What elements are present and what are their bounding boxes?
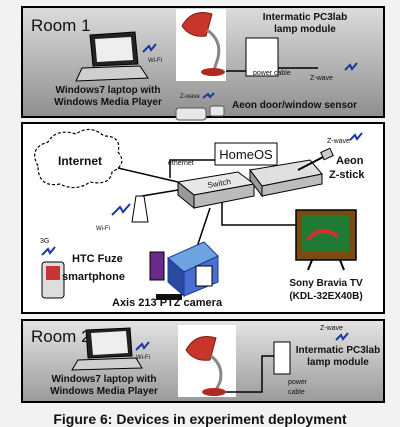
room2-lamp-icon: [185, 336, 226, 396]
zstick-zwave-label: Z-wave: [327, 138, 350, 145]
camera-label: Axis 213 PTZ camera: [112, 297, 223, 309]
room2-power-label-1: power: [288, 379, 308, 386]
zstick-wave-icon: [349, 132, 363, 141]
room2-lamp-backdrop: [178, 325, 236, 397]
smartphone-icon: [41, 261, 65, 299]
tv-label-1: Sony Bravia TV: [289, 278, 363, 289]
camera-icon: [149, 241, 219, 300]
threeg-label: 3G: [40, 238, 49, 245]
switch-icon: [176, 171, 256, 210]
ethernet-label: ethernet: [168, 160, 194, 167]
room2-laptop-label-1: Windows7 laptop with: [52, 374, 157, 385]
core-panel: Internet ethernet Switch HomeOS Z-wave A…: [21, 122, 385, 314]
room2-power-wire: [226, 355, 274, 393]
core-wifi-label: Wi-Fi: [96, 226, 110, 232]
homeos-label: HomeOS: [219, 147, 273, 162]
room2-laptop-label-2: Windows Media Player: [50, 386, 158, 397]
wire-internet-switch: [117, 167, 179, 183]
room2-zwave-label: Z-wave: [320, 325, 343, 332]
room2-panel: Room 2 Wi-Fi Windows7 laptop with Window…: [21, 319, 385, 403]
room2-wifi-icon: [135, 341, 150, 351]
laptop-icon: [75, 31, 149, 82]
zstick-label-2: Z-stick: [329, 169, 365, 181]
threeg-icon: [41, 246, 56, 256]
room2-lamp-module-label-1: Intermatic PC3lab: [296, 345, 380, 356]
figure-caption: Figure 6: Devices in experiment deployme…: [53, 411, 347, 427]
room1-power-cable-label: power cable: [253, 70, 291, 77]
internet-cloud: [34, 128, 123, 189]
room2-zwave-icon: [335, 332, 349, 341]
room1-lamp-module-label-1: Intermatic PC3lab: [263, 12, 347, 23]
room1-zwave-icon: [344, 62, 358, 71]
room2-lamp-module: [273, 341, 291, 375]
wifi-icon: [142, 43, 157, 53]
internet-label: Internet: [58, 154, 102, 168]
zstick-label-1: Aeon: [336, 155, 364, 167]
sensor-zwave-icon: [202, 92, 215, 99]
room1-title: Room 1: [31, 16, 91, 35]
room2-laptop-icon: [71, 327, 143, 371]
room2-title: Room 2: [31, 327, 91, 346]
room1-lamp-module-label-2: lamp module: [274, 24, 336, 35]
wire-switch-homeos: [169, 159, 215, 178]
room1-laptop-label-2: Windows Media Player: [54, 97, 162, 108]
room1-lamp-module: [245, 37, 279, 77]
switch-label: Switch: [207, 177, 232, 190]
room2-lamp-module-label-2: lamp module: [307, 357, 369, 368]
wire-switch-tv: [221, 198, 296, 226]
wire-switch-camera: [195, 207, 211, 251]
room1-wifi-label: Wi-Fi: [148, 58, 162, 64]
core-wifi-bolt-icon: [111, 203, 131, 216]
zstick-icon: [320, 147, 334, 161]
phone-label-1: HTC Fuze: [72, 253, 123, 265]
tv-label-2: (KDL-32EX40B): [289, 291, 362, 302]
zstick-cable: [297, 155, 326, 171]
wire-switch-router: [141, 189, 179, 197]
room2-wifi-label: Wi-Fi: [136, 355, 150, 361]
room1-panel: Room 1 Wi-Fi Windows7 laptop with Window…: [21, 6, 385, 121]
lamp-icon: [181, 12, 225, 76]
wifi-router-icon: [131, 195, 149, 223]
phone-label-2: smartphone: [62, 271, 125, 283]
homeos-label-box: [214, 142, 278, 166]
room1-laptop-label-1: Windows7 laptop with: [56, 85, 161, 96]
tv-icon: [295, 209, 357, 271]
room1-sensor-zwave-label: Z-wave: [180, 94, 200, 100]
room1-sensor-label: Aeon door/window sensor: [232, 100, 357, 111]
room1-zwave-label: Z-wave: [310, 75, 333, 82]
room2-power-label-2: cable: [288, 389, 305, 396]
door-sensor-icon: [175, 105, 225, 121]
